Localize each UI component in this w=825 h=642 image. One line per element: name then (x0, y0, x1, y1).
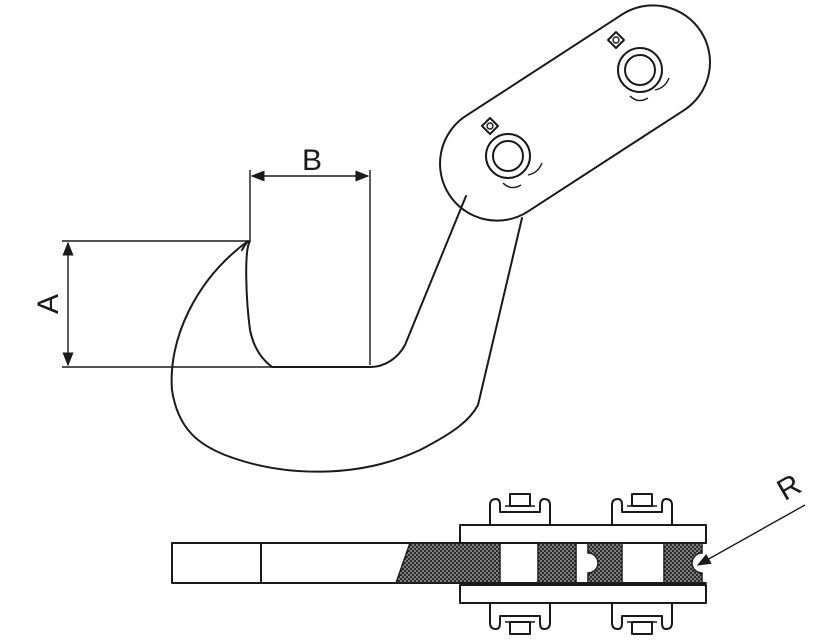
hatched-section-4 (663, 542, 703, 584)
hook-top-view: B A (32, 4, 711, 473)
hook-side-view: R (171, 468, 807, 635)
link-plate (439, 4, 711, 222)
radius-callout: R (696, 468, 807, 566)
dimension-b-label: B (302, 144, 322, 177)
radius-label: R (772, 468, 807, 507)
dimension-a-label: A (32, 294, 65, 314)
pin-lower (481, 117, 543, 189)
pin-head-bottom-left (489, 602, 551, 635)
pin-upper (607, 31, 670, 102)
hatched-section-2 (537, 542, 577, 584)
pin-head-bottom-right (611, 602, 673, 635)
dimension-a: A (32, 240, 272, 368)
side-plate-top (459, 524, 707, 544)
hook-tip (241, 240, 249, 251)
dimension-b: B (249, 144, 371, 365)
hook-outer-contour (170, 217, 523, 473)
hatched-section-1 (394, 542, 501, 584)
hook-inner-contour (245, 195, 467, 368)
side-plate-bottom (459, 584, 707, 604)
hatched-section-3 (587, 542, 623, 584)
pin-head-top-right (611, 493, 673, 526)
pin-head-top-left (489, 493, 551, 526)
